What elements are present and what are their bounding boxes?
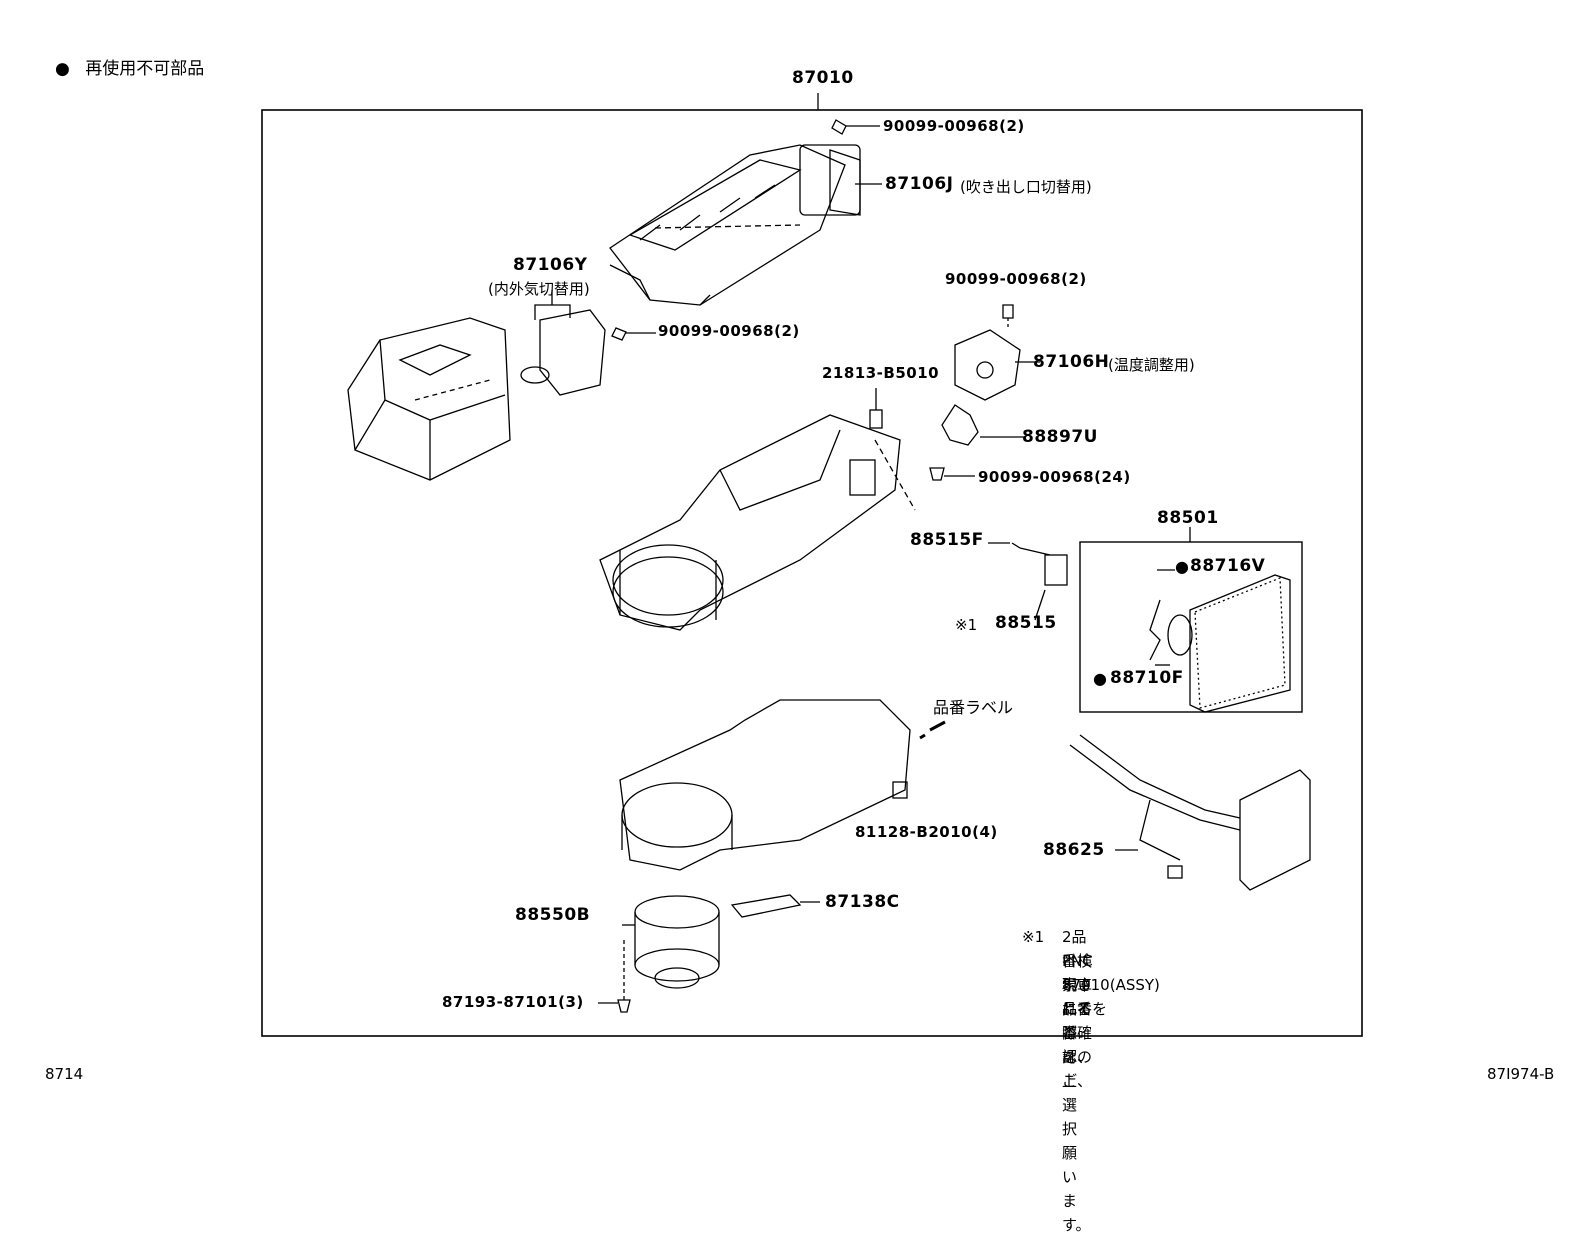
part-81128: 81128-B2010(4) — [855, 823, 998, 841]
diagram-artwork — [261, 93, 1363, 1037]
screw-top-drawing — [831, 119, 880, 135]
part-88625: 88625 — [1043, 840, 1105, 860]
screw-24-drawing — [929, 467, 975, 481]
servo-h-drawing — [954, 329, 1040, 401]
part-screw-h: 90099-00968(2) — [945, 270, 1087, 288]
part-88716v: 88716V — [1190, 556, 1266, 576]
part-21813: 21813-B5010 — [822, 364, 940, 382]
footnote-line-3: 現車にてご確認の上、 — [1062, 976, 1093, 1090]
part-87106j: 87106J — [885, 174, 954, 194]
upper-case-drawing — [599, 414, 916, 631]
part-88550b: 88550B — [515, 905, 591, 925]
part-screw-top: 90099-00968(2) — [883, 117, 1025, 135]
part-87106y-note: (内外気切替用) — [488, 280, 590, 298]
part-88501: 88501 — [1157, 508, 1219, 528]
part-screw-y: 90099-00968(2) — [658, 322, 800, 340]
footer-right: 87I974-B — [1487, 1065, 1555, 1083]
sensor-u-drawing — [941, 404, 1025, 446]
part-87106j-note: (吹き出し口切替用) — [960, 178, 1092, 196]
part-88897u: 88897U — [1022, 427, 1098, 447]
part-88515f: 88515F — [910, 530, 984, 550]
part-88710f: 88710F — [1110, 668, 1184, 688]
part-87106h: 87106H — [1033, 352, 1110, 372]
part-label-tag: 品番ラベル — [933, 698, 1014, 717]
part-87106y: 87106Y — [513, 255, 588, 275]
part-88515: 88515 — [995, 613, 1057, 633]
legend-bullet-icon: ● — [55, 59, 70, 79]
footnote-line-1: 2品番検索される際は、 — [1062, 928, 1093, 1066]
part-87106h-note: (温度調整用) — [1108, 356, 1195, 374]
assembly-frame — [261, 109, 1363, 1037]
footer-left: 8714 — [45, 1065, 84, 1083]
upper-duct-drawing — [609, 144, 861, 306]
lower-case-drawing — [619, 699, 946, 871]
part-87138c: 87138C — [825, 892, 900, 912]
screw-h-drawing — [1002, 304, 1014, 330]
servo-y-drawing — [520, 290, 606, 396]
footnote-line-2: PNC 87010(ASSY)品番を — [1062, 952, 1160, 1018]
part-88515-mark: ※1 — [955, 616, 978, 634]
intake-case-drawing — [347, 317, 511, 481]
blower-drawing — [598, 895, 720, 1013]
screw-y-drawing — [611, 327, 656, 341]
heater-core-drawing — [1069, 734, 1311, 891]
legend: ● 再使用不可部品 — [55, 54, 204, 79]
valve-drawing — [988, 542, 1068, 621]
footnote-line-4: 品番をご選択願います。 — [1062, 1000, 1091, 1234]
bullet-icon-88710f: ● — [1093, 669, 1107, 688]
evaporator-frame — [1079, 541, 1303, 713]
legend-text: 再使用不可部品 — [85, 59, 205, 79]
resistor-drawing — [730, 894, 820, 918]
part-screw-blower: 87193-87101(3) — [442, 993, 584, 1011]
part-screw-24: 90099-00968(24) — [978, 468, 1131, 486]
evaporator-drawing — [1149, 569, 1291, 713]
footnote-mark: ※1 — [1022, 928, 1045, 946]
part-87010: 87010 — [792, 68, 854, 88]
bullet-icon-88716v: ● — [1175, 557, 1189, 576]
clip-21813-drawing — [869, 388, 883, 429]
